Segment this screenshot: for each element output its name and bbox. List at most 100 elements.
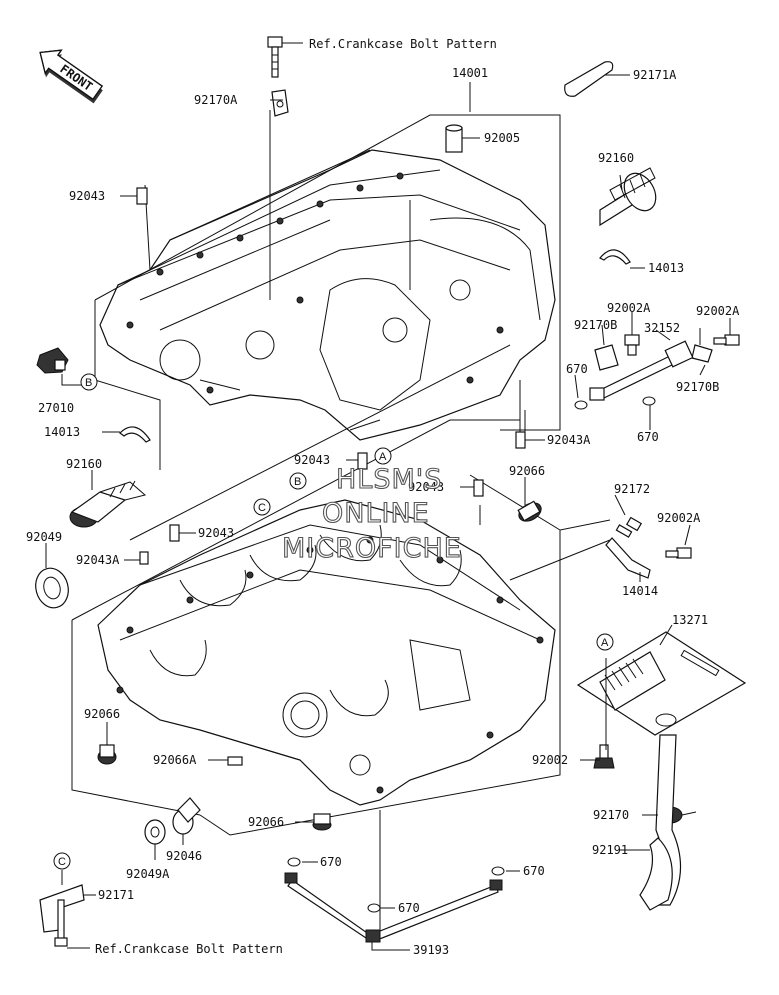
oring-670-e	[367, 903, 381, 913]
callout-92043A-right: 92043A	[547, 433, 591, 447]
svg-text:B: B	[85, 377, 92, 389]
pin-92043A-left	[139, 551, 149, 565]
callout-14013-upper: 14013	[648, 261, 684, 275]
cap-27010	[36, 347, 69, 374]
callout-13271: 13271	[672, 613, 708, 627]
bolt-92002A-a	[624, 334, 640, 356]
watermark-line-3: MICROFICHE	[282, 533, 462, 564]
guide-lines	[71, 110, 611, 935]
circle-labels: B A B C A C	[53, 373, 614, 870]
callout-92170B-b: 92170B	[676, 380, 719, 394]
callout-92002A-c: 92002A	[657, 511, 701, 525]
callout-92170B-a: 92170B	[574, 318, 617, 332]
plug-92066-upper	[517, 500, 542, 522]
svg-text:A: A	[379, 451, 387, 463]
callout-92160-upper: 92160	[598, 151, 634, 165]
callout-92049: 92049	[26, 530, 62, 544]
plug-92066-bottom	[312, 813, 332, 831]
callout-92170A: 92170A	[194, 93, 238, 107]
callout-92043A-left: 92043A	[76, 553, 120, 567]
callout-92066A: 92066A	[153, 753, 197, 767]
callout-92066-bottom: 92066	[248, 815, 284, 829]
watermark-line-2: ONLINE	[322, 498, 430, 529]
lower-crankcase	[97, 499, 556, 806]
callout-670-a: 670	[566, 362, 588, 376]
bracket-92170B-b	[691, 344, 713, 363]
callout-32152: 32152	[644, 321, 680, 335]
watermark: HLSM'S ONLINE MICROFICHE	[281, 463, 462, 564]
oring-670-d	[491, 866, 505, 876]
plug-92066-left	[97, 744, 117, 765]
reference-top: Ref.Crankcase Bolt Pattern	[309, 37, 497, 51]
bearing-92046	[172, 797, 201, 835]
callout-92171A: 92171A	[633, 68, 677, 82]
callout-92043-upper: 92043	[69, 189, 105, 203]
circle-label-a1: A	[374, 447, 392, 465]
bolt-92172	[615, 516, 643, 538]
callout-92172: 92172	[614, 482, 650, 496]
callout-92043-mid2: 92043	[408, 480, 444, 494]
callout-92046: 92046	[166, 849, 202, 863]
seal-92049	[35, 567, 69, 609]
reference-bottom: Ref.Crankcase Bolt Pattern	[95, 942, 283, 956]
circle-label-a2: A	[596, 633, 614, 651]
callout-27010: 27010	[38, 401, 74, 415]
watermark-line-1: HLSM'S	[336, 464, 442, 495]
callout-92191: 92191	[592, 843, 628, 857]
bolt-92002	[593, 744, 615, 769]
callout-92002A-b: 92002A	[696, 304, 740, 318]
cylinder-92160-lower	[69, 480, 147, 528]
circle-label-c1: C	[253, 498, 271, 516]
dowel-92005	[445, 124, 463, 153]
pin-92043-mid	[357, 452, 368, 470]
strip-92171A	[564, 61, 614, 97]
leader-lines	[45, 42, 731, 951]
callout-92043-left: 92043	[198, 526, 234, 540]
circle-label-c2: C	[53, 852, 71, 870]
callout-14014: 14014	[622, 584, 658, 598]
callout-670-d: 670	[523, 864, 545, 878]
circle-label-b2: B	[289, 472, 307, 490]
svg-text:B: B	[294, 476, 301, 488]
callout-92170: 92170	[593, 808, 629, 822]
bolt-92002A-b	[713, 334, 740, 346]
oring-670-a	[574, 400, 588, 410]
callout-14013-lower: 14013	[44, 425, 80, 439]
pipe-39193	[284, 872, 503, 943]
callout-39193: 39193	[413, 943, 449, 957]
oring-670-c	[287, 857, 301, 867]
pipe-32152	[589, 340, 694, 401]
callout-14001: 14001	[452, 66, 488, 80]
seal-92049A	[144, 819, 166, 845]
callout-labels: Ref.Crankcase Bolt Pattern 92170A 14001 …	[26, 37, 740, 957]
circle-label-b1: B	[80, 373, 98, 391]
callout-92005: 92005	[484, 131, 520, 145]
cylinder-92160-upper	[599, 167, 657, 227]
callout-92002A-a: 92002A	[607, 301, 651, 315]
hose-92191-end	[639, 837, 673, 911]
bracket-92170B-a	[594, 344, 619, 371]
bracket-92171	[39, 884, 85, 947]
bolt-92002A-c	[665, 547, 692, 559]
upper-crankcase	[99, 149, 556, 441]
pin-92043-mid2	[473, 479, 484, 497]
plate-14014	[605, 537, 651, 579]
pin-92043A-right	[515, 431, 526, 449]
snapring-14013-lower	[119, 426, 151, 443]
callout-92002: 92002	[532, 753, 568, 767]
oring-670-b	[642, 396, 656, 406]
svg-text:A: A	[601, 637, 609, 649]
plug-92066A	[227, 756, 243, 766]
callout-670-c: 670	[320, 855, 342, 869]
callout-670-b: 670	[637, 430, 659, 444]
svg-text:C: C	[258, 502, 266, 514]
callout-92043-mid: 92043	[294, 453, 330, 467]
snapring-14013-upper	[599, 249, 631, 265]
callout-92171: 92171	[98, 888, 134, 902]
callout-670-e: 670	[398, 901, 420, 915]
clamp-92170A	[271, 89, 289, 117]
callout-92066-upper: 92066	[509, 464, 545, 478]
pin-92043-left	[169, 524, 180, 542]
callout-92049A: 92049A	[126, 867, 170, 881]
